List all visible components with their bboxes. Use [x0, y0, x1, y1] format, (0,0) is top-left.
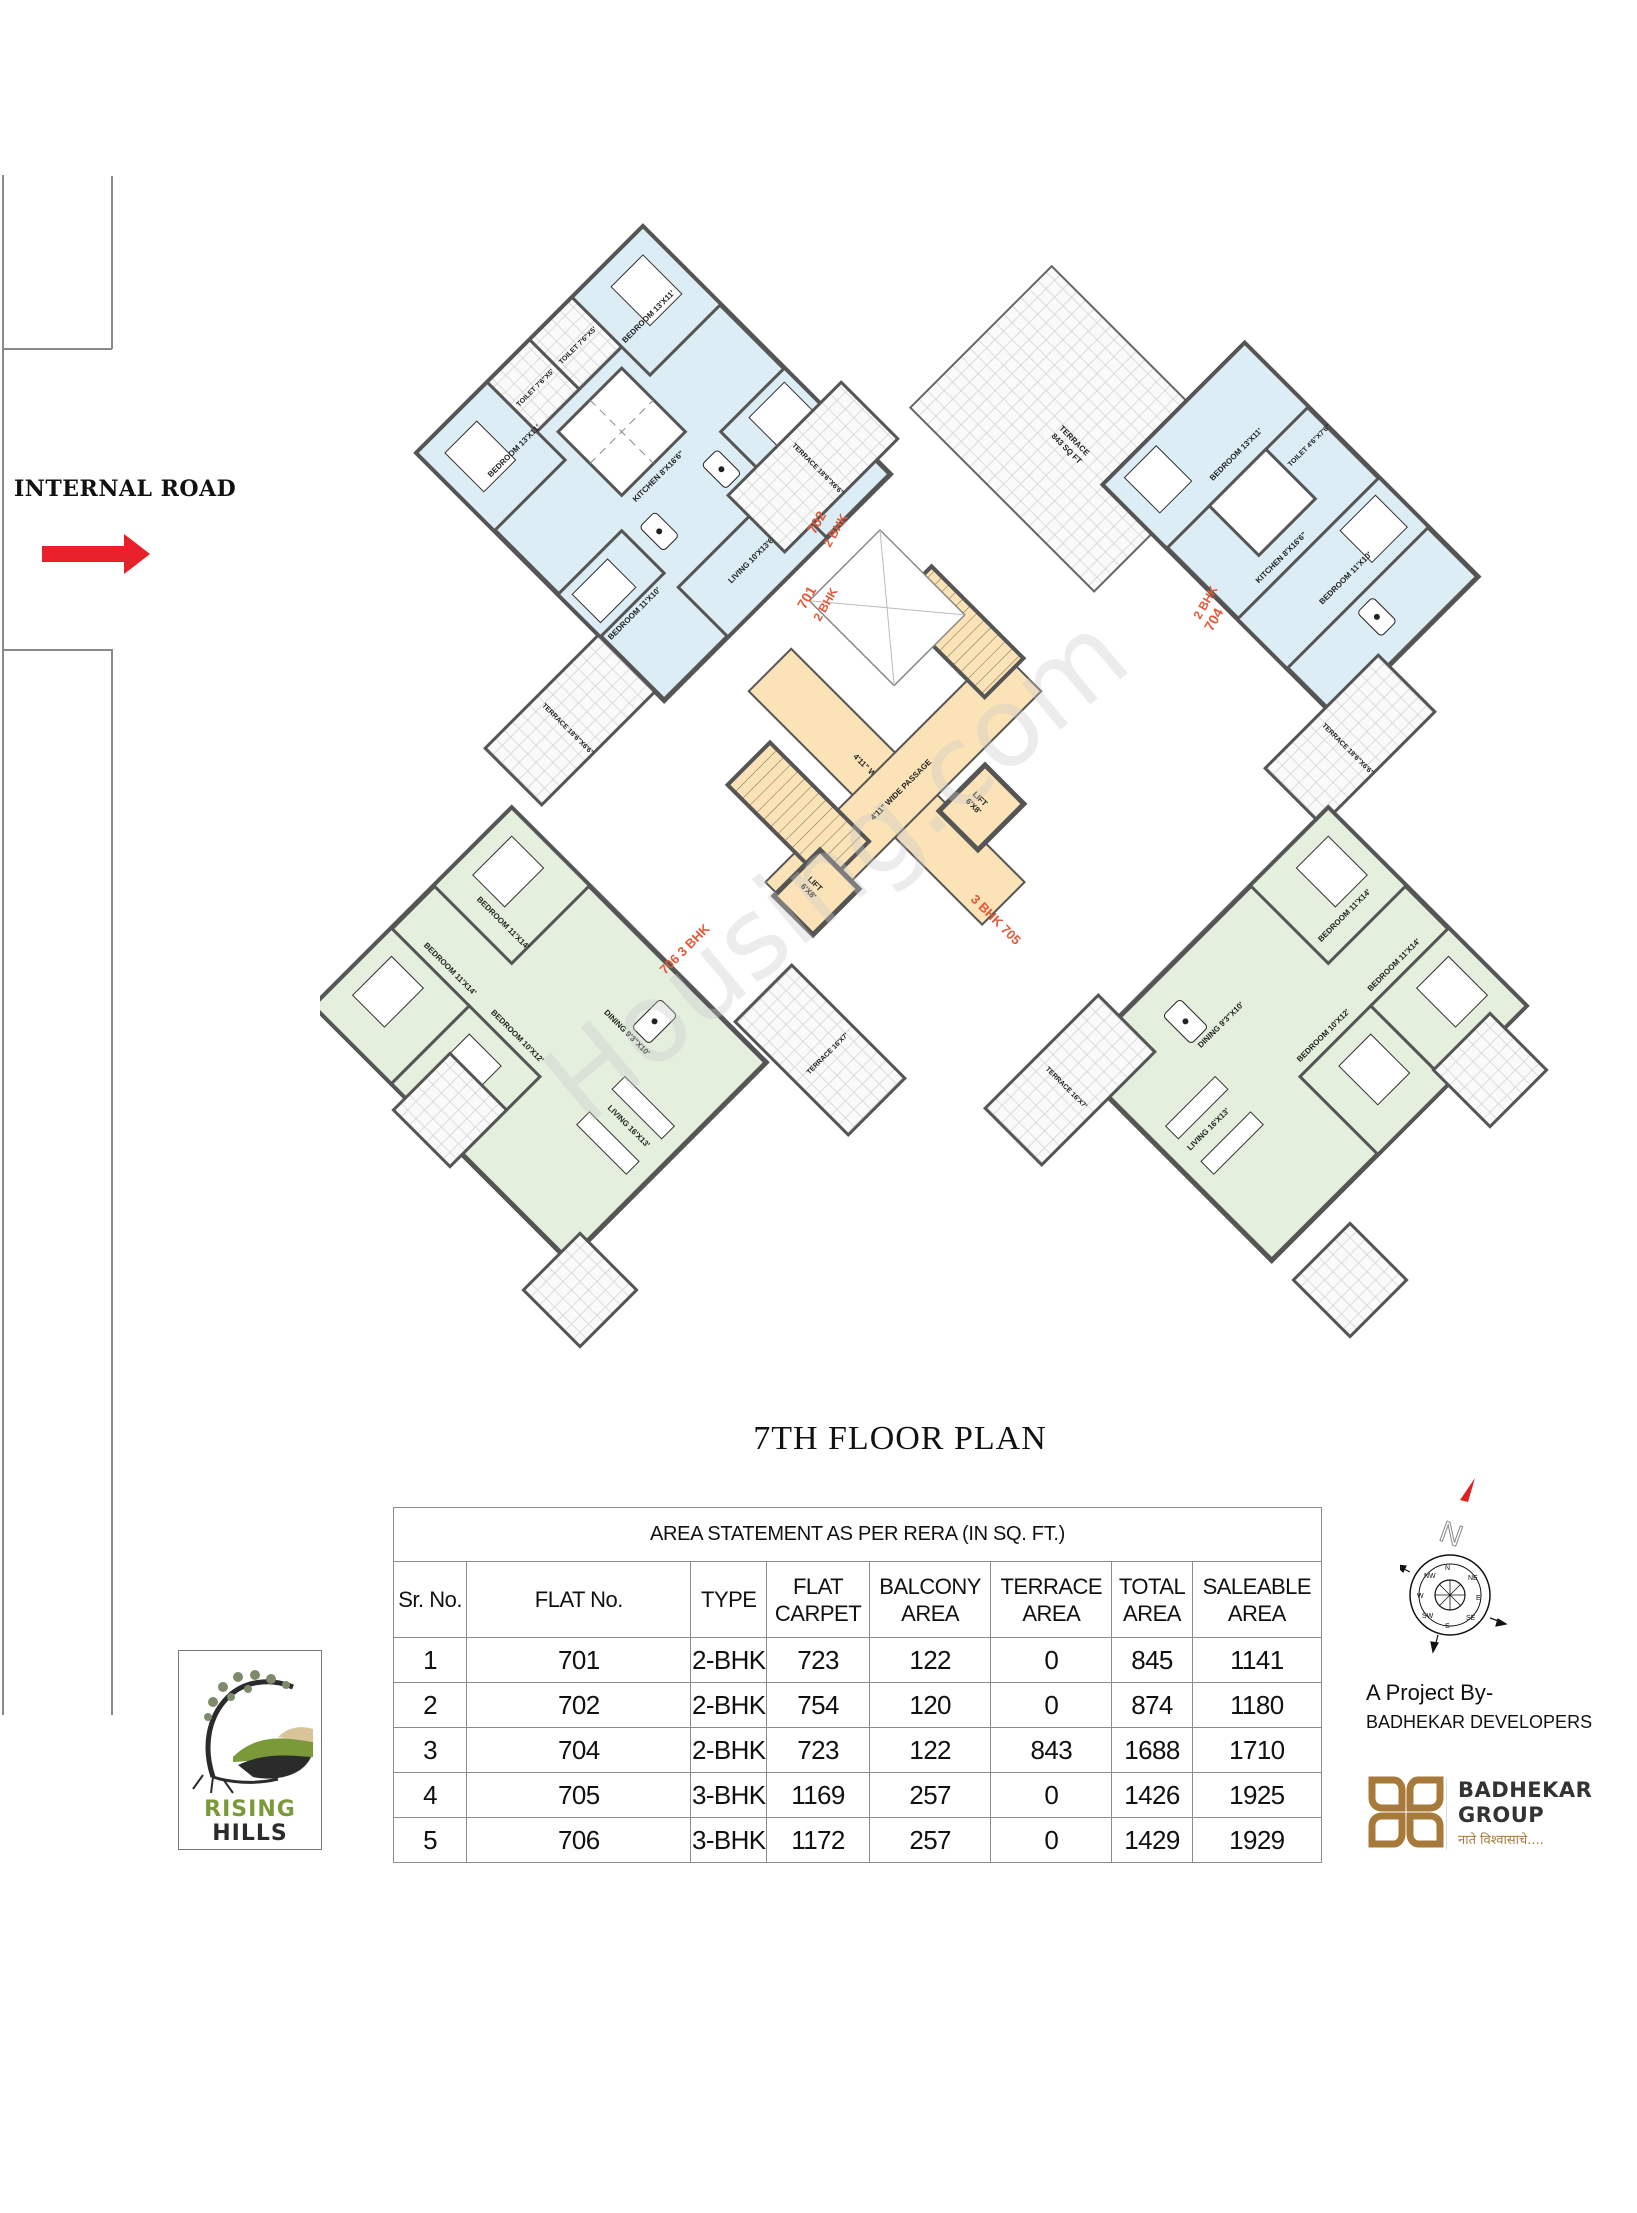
svg-text:N: N	[1445, 1565, 1450, 1572]
cell-sr-no: 1	[392, 1637, 468, 1683]
area-statement-table: AREA STATEMENT AS PER RERA (IN SQ. FT.) …	[392, 1507, 1323, 1863]
cell-balcony-area: 120	[869, 1682, 992, 1728]
site-boundary-line	[2, 175, 4, 1715]
cell-terrace-area: 0	[990, 1637, 1113, 1683]
table-row: 3 704 2-BHK 723 122 843 1688 1710	[392, 1727, 1323, 1773]
svg-text:706 3 BHK: 706 3 BHK	[657, 921, 714, 978]
group-tagline: नाते विश्वासाचे....	[1458, 1833, 1544, 1848]
site-boundary-line	[111, 176, 113, 349]
floor-plan-drawing: BEDROOM 13'X11' BEDROOM 13'X11' TOILET 7…	[320, 223, 1549, 1349]
logo-text-rising: RISING	[204, 1797, 296, 1822]
cell-total-area: 1688	[1111, 1727, 1193, 1773]
cell-type: 3-BHK	[690, 1817, 768, 1863]
flat-705-block: BEDROOM 11'X14' BEDROOM 11'X14' BEDROOM …	[1070, 804, 1530, 1264]
cell-balcony-area: 257	[869, 1817, 992, 1863]
developer-name: BADHEKAR DEVELOPERS	[1366, 1712, 1593, 1732]
cell-terrace-area: 0	[990, 1772, 1113, 1818]
site-boundary-line	[111, 649, 113, 1715]
flat-706-block: BEDROOM 11'X14' BEDROOM 11'X14' BEDROOM …	[320, 804, 770, 1264]
cell-total-area: 845	[1111, 1637, 1193, 1683]
divider	[1446, 1778, 1447, 1850]
table-row: 2 702 2-BHK 754 120 0 874 1180	[392, 1682, 1323, 1728]
arrow-right-icon	[42, 534, 150, 574]
cell-type: 2-BHK	[690, 1682, 768, 1728]
cell-type: 2-BHK	[690, 1727, 768, 1773]
svg-text:W: W	[1417, 1593, 1424, 1600]
cell-flat-no: 705	[466, 1772, 692, 1818]
cell-terrace-area: 0	[990, 1817, 1113, 1863]
cell-saleable-area: 1929	[1191, 1817, 1323, 1863]
cell-balcony-area: 257	[869, 1772, 992, 1818]
table-row: 5 706 3-BHK 1172 257 0 1429 1929	[392, 1817, 1323, 1863]
cell-terrace-area: 843	[990, 1727, 1113, 1773]
cell-flat-carpet: 723	[766, 1637, 871, 1683]
cell-flat-carpet: 754	[766, 1682, 871, 1728]
cell-flat-carpet: 723	[766, 1727, 871, 1773]
central-core: 4'11" WIDE PASSAGE 4'11" WIDE PASSAGE LI…	[724, 528, 1043, 939]
cell-saleable-area: 1141	[1191, 1637, 1323, 1683]
cell-balcony-area: 122	[869, 1637, 992, 1683]
cell-flat-no: 701	[466, 1637, 692, 1683]
table-row: 4 705 3-BHK 1169 257 0 1426 1925	[392, 1772, 1323, 1818]
col-header-flat-no: FLAT No.	[466, 1561, 692, 1638]
svg-text:NW: NW	[1424, 1573, 1436, 1580]
group-name-line2: GROUP	[1458, 1803, 1545, 1827]
svg-text:SW: SW	[1422, 1613, 1434, 1620]
cell-type: 2-BHK	[690, 1637, 768, 1683]
cell-total-area: 1429	[1111, 1817, 1193, 1863]
col-header-type: TYPE	[690, 1561, 768, 1638]
rising-hills-logo: RISING HILLS	[178, 1650, 322, 1850]
badhekar-group-logo-icon	[1368, 1776, 1444, 1848]
tree-hills-icon	[192, 1670, 313, 1794]
site-boundary-line	[2, 348, 112, 350]
plan-title: 7TH FLOOR PLAN	[753, 1420, 1047, 1457]
cell-saleable-area: 1925	[1191, 1772, 1323, 1818]
cell-total-area: 874	[1111, 1682, 1193, 1728]
site-boundary-line	[2, 649, 112, 651]
cell-flat-carpet: 1172	[766, 1817, 871, 1863]
project-by-label: A Project By-	[1366, 1680, 1494, 1705]
flat-704-block: BEDROOM 13'X11' BEDROOM 11'X10' KITCHEN …	[1099, 339, 1482, 722]
col-header-sr-no: Sr. No.	[392, 1561, 468, 1638]
svg-text:S: S	[1445, 1623, 1450, 1630]
cell-type: 3-BHK	[690, 1772, 768, 1818]
cell-flat-no: 706	[466, 1817, 692, 1863]
cell-saleable-area: 1710	[1191, 1727, 1323, 1773]
svg-text:N: N	[1435, 1515, 1467, 1553]
cell-sr-no: 2	[392, 1682, 468, 1728]
cell-flat-carpet: 1169	[766, 1772, 871, 1818]
cell-balcony-area: 122	[869, 1727, 992, 1773]
group-name-line1: BADHEKAR	[1458, 1778, 1593, 1802]
cell-terrace-area: 0	[990, 1682, 1113, 1728]
svg-text:SE: SE	[1466, 1615, 1476, 1622]
cell-flat-no: 704	[466, 1727, 692, 1773]
svg-text:NE: NE	[1468, 1575, 1478, 1582]
internal-road-label: INTERNAL ROAD	[14, 476, 237, 502]
cell-sr-no: 4	[392, 1772, 468, 1818]
cell-saleable-area: 1180	[1191, 1682, 1323, 1728]
logo-text-hills: HILLS	[212, 1821, 288, 1846]
area-statement-title: AREA STATEMENT AS PER RERA (IN SQ. FT.)	[393, 1507, 1322, 1562]
cell-sr-no: 3	[392, 1727, 468, 1773]
svg-text:E: E	[1476, 1595, 1481, 1602]
cell-total-area: 1426	[1111, 1772, 1193, 1818]
table-row: 1 701 2-BHK 723 122 0 845 1141	[392, 1637, 1323, 1683]
cell-flat-no: 702	[466, 1682, 692, 1728]
cell-sr-no: 5	[392, 1817, 468, 1863]
compass-north-icon: N N NE E SE S SW W NW	[1400, 1478, 1508, 1654]
